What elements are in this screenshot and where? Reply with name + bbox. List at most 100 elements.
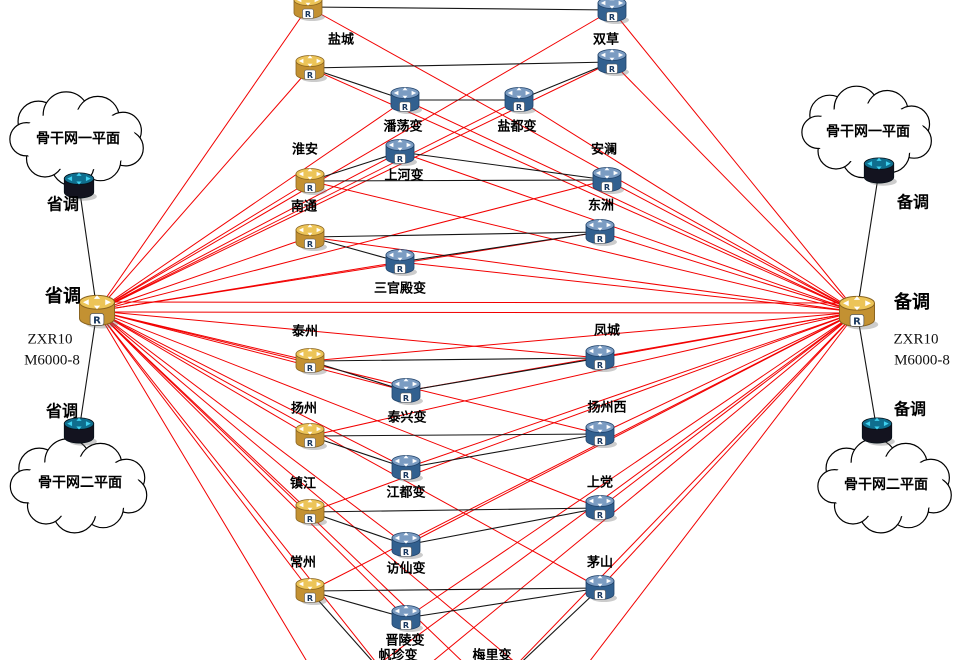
cloud-bl-tag: 省调	[45, 402, 78, 421]
red-link-LH-top-right	[96, 9, 613, 312]
router-shanghe-icon: R	[385, 139, 417, 166]
red-link-LH-maoshan	[96, 310, 601, 589]
router-cloud-br-icon	[861, 417, 895, 446]
router-taixing-icon: R	[391, 378, 423, 405]
router-badge-letter: R	[403, 548, 409, 557]
label-bottom-0: 帆珍变	[378, 648, 417, 660]
router-badge-letter: R	[597, 361, 603, 370]
router-badge-letter: R	[597, 591, 603, 600]
router-zhenjiang-icon: R	[295, 499, 327, 526]
router-badge-letter: R	[397, 265, 403, 274]
red-link-RH-shangdang	[599, 311, 858, 509]
router-fangxian-icon: R	[391, 532, 423, 559]
red-link-hub-hub	[102, 301, 852, 304]
red-link-RH-top-right	[611, 9, 858, 313]
router-shuangcao-icon: R	[597, 49, 629, 76]
black-links-layer	[78, 6, 880, 660]
hub-RH-model-line1: ZXR10	[894, 331, 939, 347]
label-jiangdu: 江都变	[386, 485, 425, 501]
label-shangdang: 上党	[587, 475, 613, 491]
router-nantong-icon: R	[295, 224, 327, 251]
red-link-LH-fengcheng	[96, 310, 601, 359]
router-hub-LH-icon: R	[79, 294, 119, 329]
red-link-RH-pandang	[404, 99, 858, 313]
link-taizhou-taixing	[309, 360, 407, 392]
router-badge-letter: R	[307, 240, 313, 249]
link-huaian-anlan	[309, 179, 608, 182]
label-bottom-1: 梅里变	[472, 648, 511, 660]
label-yangzhou: 扬州	[291, 401, 317, 417]
red-link-RH-taizhou	[309, 311, 858, 362]
red-link-hub-hub	[102, 311, 852, 314]
router-badge-letter: R	[307, 439, 313, 448]
router-anlan-icon: R	[592, 167, 624, 194]
label-fengcheng: 凤城	[594, 323, 620, 339]
link-changzhou-maoshan	[309, 587, 601, 592]
router-badge-letter: R	[609, 65, 615, 74]
router-badge-letter: R	[402, 103, 408, 112]
link-shanghe-anlan	[399, 151, 608, 181]
label-zhenjiang: 镇江	[290, 476, 316, 492]
red-link-RH-top-left	[307, 6, 858, 313]
label-shuangcao: 双草	[593, 32, 619, 48]
router-sanguandian-icon: R	[385, 249, 417, 276]
red-link-RH-shanghe	[399, 151, 858, 313]
hub-LH-model-line1: ZXR10	[28, 331, 73, 347]
router-shangdang-icon: R	[585, 495, 617, 522]
link-nantong-sanguandian	[309, 236, 401, 263]
red-link-RH-pb2	[520, 311, 858, 660]
router-jiangdu-icon: R	[391, 455, 423, 482]
link-maoshan-pb2	[522, 587, 601, 660]
label-yandu: 盐都变	[497, 119, 536, 135]
router-huaian-icon: R	[295, 168, 327, 195]
red-link-LH-pb1	[96, 310, 375, 660]
red-link-LH-anlan	[96, 179, 608, 312]
router-yangzhouxi-icon: R	[585, 421, 617, 448]
router-pandang-icon: R	[390, 87, 422, 114]
link-sanguandian-dongzhou	[399, 231, 601, 263]
link-changzhou-jinling	[309, 590, 407, 619]
link-zhenjiang-shangdang	[309, 507, 601, 513]
router-badge-letter: R	[397, 155, 403, 164]
link-yancheng-pandang	[309, 67, 406, 101]
router-badge-letter: R	[307, 184, 313, 193]
router-badge-letter: R	[853, 316, 861, 327]
label-changzhou: 常州	[290, 555, 316, 571]
router-top-left-icon: R	[293, 0, 325, 21]
cloud-tr-label: 骨干网一平面	[826, 123, 910, 140]
red-link-RH-shuangcao	[611, 61, 858, 313]
router-maoshan-icon: R	[585, 575, 617, 602]
cloud-bl-label: 骨干网二平面	[38, 474, 122, 491]
red-link-LH-taixing	[96, 310, 407, 392]
labels-layer: 盐城双草潘荡变盐都变淮安上河变安澜南通东洲三官殿变泰州凤城泰兴变扬州扬州西江都变…	[24, 32, 950, 660]
label-maoshan: 茅山	[587, 555, 613, 571]
label-fangxian: 访仙变	[386, 561, 425, 577]
red-link-LH-changzhou	[96, 310, 311, 592]
cloud-br-tag: 备调	[893, 400, 926, 419]
cloud-tl-label: 骨干网一平面	[36, 130, 120, 147]
link-LH-cloud-tl	[78, 185, 98, 312]
router-taizhou-icon: R	[295, 348, 327, 375]
link-huaian-shanghe	[309, 151, 401, 182]
hub-LH-model-line2: M6000-8	[24, 352, 80, 368]
red-link-LH-pb3	[96, 310, 307, 660]
red-link-LH-huaian	[96, 180, 311, 312]
router-yangzhou-icon: R	[295, 423, 327, 450]
router-badge-letter: R	[93, 315, 101, 326]
link-changzhou-pb1	[309, 590, 373, 660]
red-link-LH-shanghe	[96, 151, 401, 312]
link-RH-cloud-tr	[856, 170, 880, 313]
router-dongzhou-icon: R	[585, 219, 617, 246]
red-link-LH-shuangcao	[96, 61, 613, 312]
red-links-layer	[96, 6, 858, 660]
red-link-RH-sanguandian	[399, 261, 858, 313]
hub-RH-label: 备调	[893, 291, 930, 313]
router-badge-letter: R	[307, 594, 313, 603]
router-badge-letter: R	[597, 511, 603, 520]
red-link-RH-maoshan	[599, 311, 858, 589]
link-taixing-fengcheng	[405, 357, 601, 392]
label-sanguandian: 三官殿变	[374, 281, 426, 297]
router-badge-letter: R	[307, 364, 313, 373]
label-yangzhouxi: 扬州西	[587, 400, 626, 416]
